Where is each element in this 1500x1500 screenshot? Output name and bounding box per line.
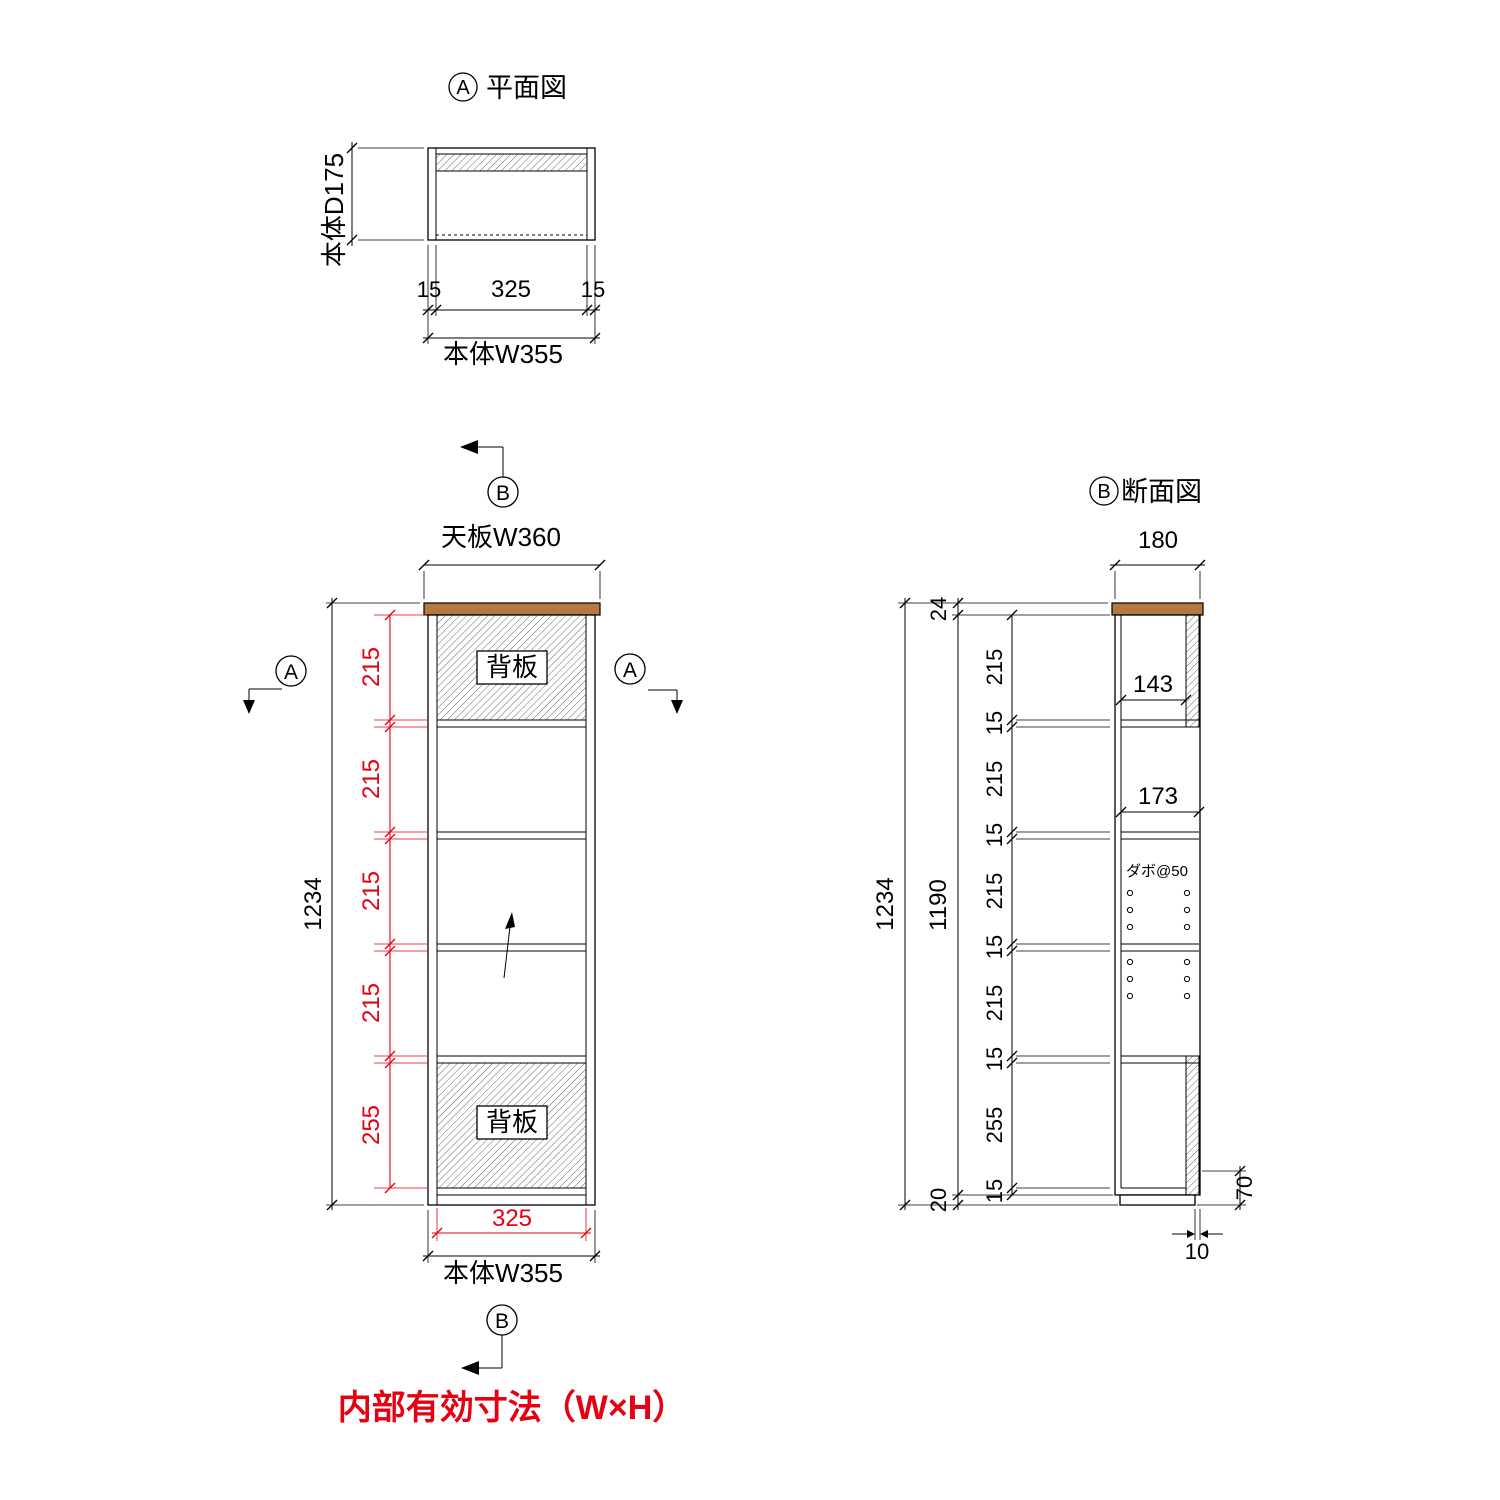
front-cell-dim-2: 215 <box>358 759 385 799</box>
section-total-dimension: 1234 <box>872 597 1118 1211</box>
plan-view: A 平面図 本体D175 15 <box>319 72 605 369</box>
plan-body-width-label: 本体W355 <box>443 339 563 369</box>
front-cell-dimensions: 215 215 215 215 255 <box>358 609 427 1194</box>
section-chain-dim-10: 15 <box>982 1179 1007 1203</box>
front-cell-dim-1: 215 <box>358 647 385 687</box>
front-inner-width: 325 <box>492 1205 532 1232</box>
front-bodywidth-dimension: 本体W355 <box>422 1210 601 1288</box>
front-innerwidth-dimension: 325 <box>431 1205 592 1241</box>
front-back-panel-label-bottom: 背板 <box>486 1107 538 1137</box>
section-arrow-down-left-icon <box>243 700 255 714</box>
section-dowel-note: ダボ@50 <box>1126 863 1188 880</box>
offset-arrow-left-icon <box>1200 1230 1208 1238</box>
plan-depth-label: 本体D175 <box>319 153 349 267</box>
plan-dim-side-left: 15 <box>417 277 441 302</box>
plan-title: 平面図 <box>486 73 567 103</box>
section-arrow-down-right-icon <box>671 700 683 714</box>
section-title-marker: B 断面図 <box>1089 476 1202 507</box>
section-back-offset-dimension: 10 <box>1172 1209 1223 1264</box>
section-top-panel <box>1111 602 1204 616</box>
plan-depth-dimension: 本体D175 <box>319 142 424 267</box>
section-inner-height: 1190 <box>925 879 952 931</box>
plan-body <box>427 147 596 241</box>
section-top-gap: 24 <box>926 597 951 621</box>
front-section-marker-a-left: A <box>243 655 307 714</box>
section-chain-dim-5: 215 <box>982 873 1007 910</box>
front-back-panel-bottom-hatch <box>436 1062 587 1189</box>
section-depth-label: 180 <box>1138 527 1178 554</box>
front-section-marker-b-bottom: B <box>461 1304 518 1375</box>
front-section-marker-b-top: B <box>460 440 519 508</box>
front-body: 背板 背板 <box>423 602 601 1206</box>
front-marker-b-top-letter: B <box>496 482 510 505</box>
section-dowel-holes <box>1126 889 1191 1000</box>
section-view: B 断面図 180 <box>872 476 1257 1264</box>
front-marker-a-left-letter: A <box>284 661 298 684</box>
front-back-panel-label-top: 背板 <box>486 652 538 682</box>
section-base <box>1119 1194 1196 1206</box>
plan-dim-inner: 325 <box>491 276 531 303</box>
front-marker-b-bottom-letter: B <box>495 1310 509 1333</box>
front-marker-a-right-letter: A <box>623 659 637 682</box>
front-topwidth-label: 天板W360 <box>441 522 561 552</box>
front-body-width-label: 本体W355 <box>443 1258 563 1288</box>
section-chain-dim-2: 15 <box>982 711 1007 735</box>
shelf-leader-arrowhead-icon <box>505 912 515 929</box>
section-base-height: 70 <box>1232 1176 1257 1200</box>
section-arrow-left-bottom-icon <box>461 1361 479 1375</box>
section-body: ダボ@50 143 173 <box>1111 602 1205 1206</box>
section-total-height: 1234 <box>872 877 899 930</box>
section-back-panel-bottom-hatch <box>1185 1055 1200 1196</box>
footer-note: 内部有効寸法（W×H） <box>338 1388 687 1427</box>
plan-back-panel-hatch <box>435 153 588 172</box>
section-base-height-dimension: 70 <box>1197 1165 1257 1211</box>
front-cell-dim-3: 215 <box>358 871 385 911</box>
section-cell-depth: 173 <box>1138 783 1178 810</box>
front-view: B 天板W360 背板 背板 <box>243 440 683 1375</box>
plan-marker-letter: A <box>456 77 470 99</box>
offset-arrow-right-icon <box>1187 1230 1195 1238</box>
front-cell-dim-5: 255 <box>358 1105 385 1145</box>
section-chain-dim-4: 15 <box>982 823 1007 847</box>
section-title: 断面図 <box>1121 477 1202 507</box>
section-topcell-depth-dimension: 143 <box>1115 671 1192 706</box>
front-top-panel <box>423 602 601 616</box>
front-section-marker-a-right: A <box>614 653 683 714</box>
section-depth-dimension: 180 <box>1109 527 1206 599</box>
section-chain-dim-3: 215 <box>982 761 1007 798</box>
section-chain-dim-9: 255 <box>982 1107 1007 1144</box>
section-bottom-gap: 20 <box>926 1188 951 1212</box>
section-topcell-depth: 143 <box>1133 671 1173 698</box>
section-chain-dim-8: 15 <box>982 1047 1007 1071</box>
plan-title-marker: A 平面図 <box>448 72 567 103</box>
section-back-offset: 10 <box>1185 1239 1209 1264</box>
section-arrow-left-icon <box>460 440 478 454</box>
front-cell-dim-4: 215 <box>358 983 385 1023</box>
section-chain-dim-7: 215 <box>982 985 1007 1022</box>
front-topwidth-dimension: 天板W360 <box>418 522 606 599</box>
plan-width-dimensions: 15 325 15 本体W355 <box>417 245 605 369</box>
section-chain-dimension: 215 15 215 15 215 15 215 15 255 15 <box>982 609 1110 1203</box>
section-chain-dim-6: 15 <box>982 935 1007 959</box>
section-marker-letter: B <box>1097 481 1110 503</box>
section-chain-dim-1: 215 <box>982 649 1007 686</box>
front-total-dimension: 1234 <box>300 597 424 1211</box>
section-inner-dimension: 24 1190 20 <box>925 597 1113 1212</box>
section-back-panel-top-hatch <box>1185 614 1200 728</box>
section-cell-depth-dimension: 173 <box>1115 783 1205 818</box>
plan-dim-side-right: 15 <box>581 277 605 302</box>
front-total-height: 1234 <box>300 877 327 930</box>
